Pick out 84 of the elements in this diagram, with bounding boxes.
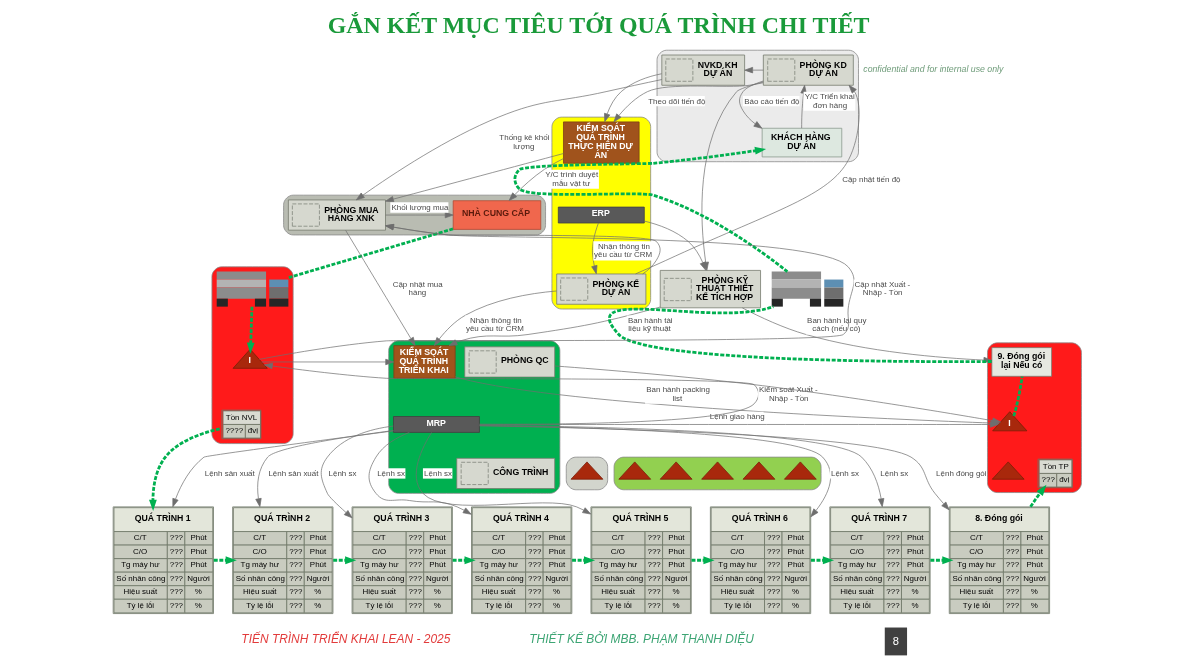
node-triangle — [659, 461, 692, 480]
node-box: 9. Đóng gói lại Nếu có — [990, 347, 1052, 377]
arrow — [590, 222, 599, 275]
arrow — [478, 425, 831, 518]
arrow — [384, 224, 660, 275]
edge-label: Cập nhật Xuất - Nhập - Tồn — [854, 279, 910, 298]
arrow — [246, 306, 255, 354]
arrow — [260, 358, 394, 366]
arrow — [929, 556, 953, 565]
arrow — [452, 556, 476, 565]
arrow — [384, 211, 454, 219]
arrow — [448, 306, 660, 346]
edge-label: Khối lượng mua — [390, 202, 448, 212]
arrow — [691, 556, 715, 565]
connector — [287, 227, 453, 279]
node-box: KIỂM SOÁT QUÁ TRÌNH TRIỂN KHAI — [392, 345, 456, 379]
edge-label: Y/C Triển khai đơn hàng — [804, 91, 855, 110]
arrow — [603, 73, 662, 122]
arrow — [254, 430, 394, 507]
edge-label: Cập nhật tiến độ — [841, 174, 901, 184]
cluster — [211, 266, 294, 444]
arrow — [643, 220, 706, 271]
arrow — [148, 427, 220, 511]
node-triangle — [617, 461, 651, 480]
arrow — [1028, 484, 1046, 508]
arrow — [634, 84, 859, 275]
edge-label: Theo dõi tiến độ — [647, 96, 705, 106]
arrow — [355, 79, 662, 201]
connector — [1011, 376, 1023, 417]
arrow — [415, 432, 591, 515]
arrow — [368, 432, 472, 515]
edge-label: Lệnh giao hàng — [709, 412, 765, 422]
edge-label: Ban hành packing list — [645, 384, 710, 403]
arrow — [799, 85, 807, 129]
node-triangle — [570, 461, 603, 480]
edge-label: Lệnh sx — [376, 468, 405, 478]
edge-label: Lệnh sản xuất — [204, 468, 255, 478]
edge-label: Nhận thông tin yêu cầu từ CRM — [465, 315, 524, 334]
node-box: KIỂM SOÁT QUÁ TRÌNH THỰC HIỆN DỰ ÁN — [562, 121, 639, 164]
edge-label: Ban hành lại quy cách (nếu có) — [806, 315, 866, 334]
edge-label: Thống kê khối lượng — [498, 133, 549, 151]
node-triangle — [700, 461, 734, 480]
arrow — [213, 556, 237, 565]
cluster — [613, 456, 821, 491]
node-triangle — [742, 461, 775, 480]
arrow — [743, 67, 764, 74]
arrow — [320, 425, 394, 519]
edge-label: Lệnh sx — [830, 468, 859, 478]
cluster — [565, 456, 608, 491]
label: 8 — [892, 634, 899, 647]
node-box: NHÀ CUNG CẤP — [452, 200, 541, 230]
edge-label: Ban hành tài liệu kỹ thuật — [627, 315, 673, 334]
edge-label: Báo cáo tiến độ — [743, 96, 800, 106]
arrow — [810, 556, 834, 565]
edge-label: Lệnh sx — [423, 468, 452, 478]
arrow — [508, 158, 564, 201]
arrow — [332, 556, 356, 565]
node-box: MRP — [392, 416, 480, 433]
edge-label: Kiểm soát Xuất - Nhập - Tồn — [758, 384, 818, 403]
arrow — [571, 556, 595, 565]
node-box: ERP — [557, 206, 645, 224]
label: THIẾT KẾ BỞI MBB. PHẠM THANH DIỆU — [528, 632, 754, 647]
arrow — [433, 290, 557, 346]
edge-label: Lệnh sx — [328, 468, 356, 478]
edge-label: Lệnh đóng gói — [935, 468, 987, 478]
node-triangle — [991, 461, 1024, 480]
edge-label: Lệnh sản xuất — [267, 468, 318, 478]
diagram-title: GẮN KẾT MỤC TIÊU TỚI QUÁ TRÌNH CHI TIẾT — [327, 11, 870, 38]
node-triangle — [783, 461, 817, 480]
arrow — [258, 224, 854, 360]
arrow — [263, 362, 759, 425]
arrow — [478, 425, 949, 511]
node-box: KHÁCH HÀNG DỰ ÁN — [761, 127, 842, 158]
edge-label: Lệnh sx — [879, 468, 908, 478]
label: TIẾN TRÌNH TRIỂN KHAI LEAN - 2025 — [240, 632, 450, 647]
edge-label: Cập nhật mua hàng — [392, 279, 443, 298]
arrow — [384, 153, 564, 203]
label: confidential and for internal use only — [862, 63, 1003, 74]
arrow — [738, 80, 764, 129]
edge-label: Y/C trình duyệt mẫu vật tư — [544, 169, 598, 188]
arrow — [171, 430, 394, 508]
edge-label: Nhận thông tin yêu cầu từ CRM — [593, 241, 652, 260]
arrow — [613, 82, 763, 123]
arrow — [344, 229, 415, 346]
